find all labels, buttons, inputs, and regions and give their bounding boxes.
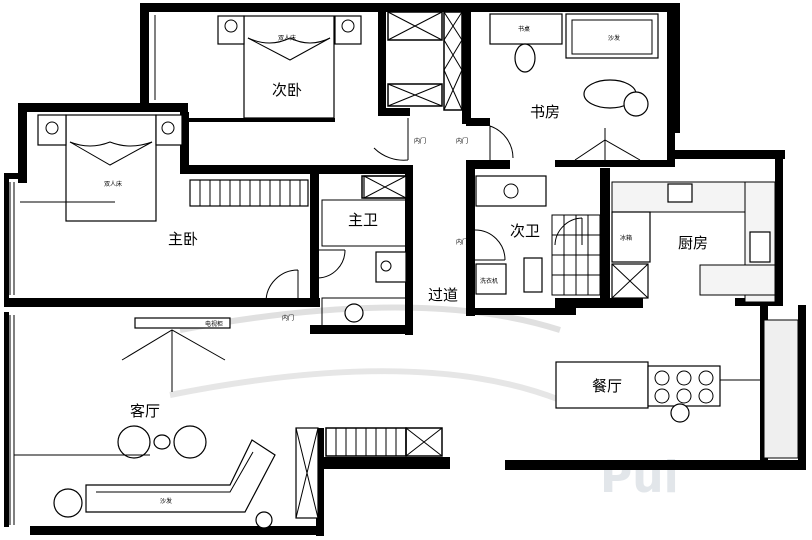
chair xyxy=(514,43,536,73)
nightstand xyxy=(37,114,67,146)
second-bath: 次卫 洗衣机 xyxy=(475,175,601,296)
living-sofa xyxy=(85,439,276,513)
study-sofa xyxy=(565,13,659,59)
toilet xyxy=(344,303,364,323)
double-bed xyxy=(243,15,335,119)
kitchen: 冰箱 厨房 xyxy=(611,181,776,303)
decorative-curve xyxy=(179,304,561,333)
door-label: 内门 xyxy=(456,238,468,246)
nightstand xyxy=(217,15,245,45)
toilet xyxy=(523,257,543,293)
desk xyxy=(489,13,563,45)
washer-label: 洗衣机 xyxy=(480,277,498,285)
room-label-master-bedroom: 主卧 xyxy=(168,230,198,248)
room-label-second-bedroom: 次卧 xyxy=(272,81,302,99)
vanity xyxy=(475,175,547,207)
room-label-second-bath: 次卫 xyxy=(510,222,540,240)
living-room: 电视柜 客厅 沙发 xyxy=(14,317,319,529)
room-label-living-room: 客厅 xyxy=(130,402,160,420)
tv-cabinet xyxy=(134,317,231,329)
door-label: 内门 xyxy=(456,137,468,145)
living-sofa-label: 沙发 xyxy=(160,497,172,505)
closet xyxy=(387,11,463,111)
door-label: 内门 xyxy=(282,314,294,322)
kitchen-sink xyxy=(749,231,771,263)
bed-label: 双人床 xyxy=(278,34,296,42)
room-label-hallway: 过道 xyxy=(428,286,458,304)
hall-cabinet xyxy=(361,175,407,199)
dining-room: 餐厅 xyxy=(555,319,800,459)
room-label-master-bath: 主卫 xyxy=(348,211,378,229)
stove xyxy=(667,183,693,203)
washer xyxy=(475,263,507,295)
study: 书桌 沙发 书房 xyxy=(489,13,659,161)
door-label: 内门 xyxy=(414,137,426,145)
watermark: Pul xyxy=(600,452,679,503)
kitchen-counter xyxy=(699,264,776,296)
study-sofa-label: 沙发 xyxy=(608,34,620,42)
dining-chairs xyxy=(647,365,721,407)
living-closet xyxy=(325,427,443,457)
fridge-label: 冰箱 xyxy=(620,234,632,242)
decorative-curve xyxy=(169,368,562,403)
room-label-kitchen: 厨房 xyxy=(678,234,708,252)
armchair xyxy=(117,425,151,459)
nightstand xyxy=(155,114,183,146)
windows xyxy=(9,5,665,533)
tv-cabinet-label: 电视柜 xyxy=(205,320,223,328)
room-label-dining-room: 餐厅 xyxy=(592,377,622,395)
desk-label: 书桌 xyxy=(518,25,530,33)
master-bedroom: 双人床 主卧 xyxy=(20,114,309,248)
doors: 内门 内门 内门 内门 xyxy=(265,118,583,322)
armchair xyxy=(173,425,207,459)
bed-label: 双人床 xyxy=(104,180,122,188)
fridge xyxy=(611,211,651,263)
double-bed xyxy=(65,114,157,222)
second-bedroom: 双人床 次卧 xyxy=(217,15,362,119)
nightstand xyxy=(334,15,362,45)
dining-table xyxy=(555,361,649,409)
room-label-study: 书房 xyxy=(530,103,560,121)
exterior-wall-hatch xyxy=(763,319,799,459)
side-table xyxy=(53,488,83,518)
master-bath: 主卫 xyxy=(321,175,409,327)
